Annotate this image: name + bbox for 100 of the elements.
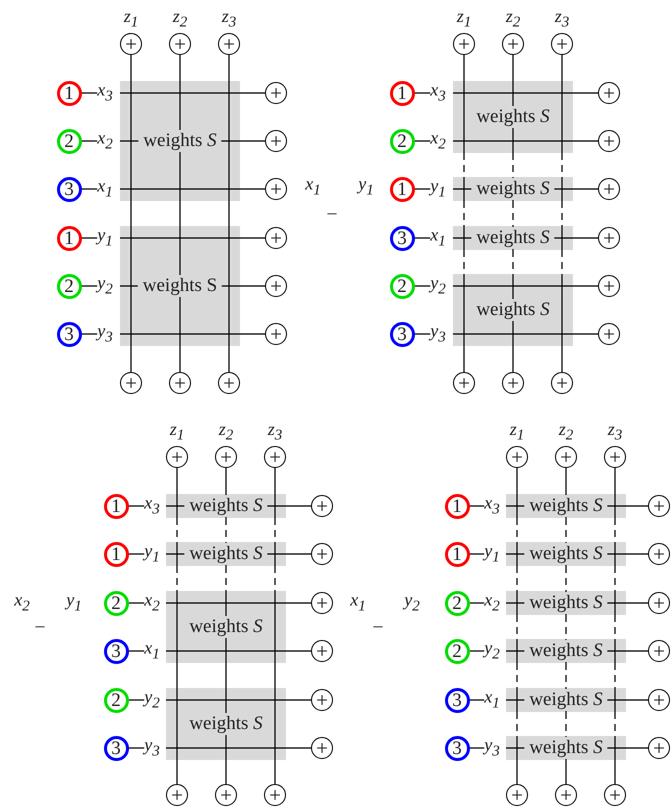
plus-sign: + — [223, 34, 235, 52]
weights-label: weights S — [524, 592, 608, 614]
connector-line — [82, 237, 98, 239]
plus-sign: + — [269, 786, 281, 804]
weights-label: weights S — [138, 275, 222, 297]
adder-circle — [648, 543, 670, 565]
weights-box — [453, 226, 573, 250]
number-circle: 3 — [56, 322, 82, 346]
variable-label: x$_{1}$ — [484, 686, 500, 714]
plus-sign: + — [603, 228, 615, 246]
weights-box — [166, 688, 286, 760]
adder-circle — [265, 275, 287, 297]
variable-label: y$_{1}$ — [66, 590, 82, 616]
plus-sign: + — [609, 786, 621, 804]
connector-line — [286, 699, 311, 701]
plus-sign: + — [603, 180, 615, 198]
number-circle: 1 — [56, 80, 82, 106]
connector-line — [130, 201, 132, 226]
weights-label: weights S — [184, 543, 268, 565]
weights-label: weights S — [524, 543, 608, 565]
number-circle: 2 — [390, 128, 414, 154]
connector-line — [286, 602, 311, 604]
connector-line — [176, 468, 178, 494]
adder-circle — [648, 737, 670, 759]
plus-sign: + — [270, 84, 282, 102]
weights-box — [120, 226, 240, 346]
connector-line — [130, 55, 132, 81]
plus-sign: + — [316, 594, 328, 612]
connector-line — [82, 140, 98, 142]
plus-sign: + — [507, 374, 519, 392]
connector-line — [240, 285, 265, 287]
minus-sign: – — [328, 202, 336, 222]
weights-label: weights S — [524, 689, 608, 711]
connector-line — [225, 468, 227, 494]
connector-line — [512, 55, 514, 81]
variable-label: x$_{1}$ — [144, 638, 160, 664]
plus-sign: + — [653, 642, 665, 660]
connector-line — [512, 201, 514, 226]
adder-circle — [604, 784, 626, 806]
plus-sign: + — [653, 496, 665, 514]
connector-line — [414, 333, 430, 335]
adder-circle — [555, 784, 577, 806]
connector-line — [225, 663, 227, 688]
number-circle: 3 — [104, 736, 128, 760]
variable-label: y$_{2}$ — [404, 590, 420, 616]
adder-circle — [166, 784, 188, 806]
connector-line — [516, 663, 518, 688]
connector-line — [414, 92, 430, 94]
plus-sign: + — [270, 132, 282, 150]
connector-line — [128, 553, 144, 555]
weights-label: weights S — [184, 495, 268, 517]
connector-line — [414, 188, 430, 190]
adder-circle — [648, 689, 670, 711]
number-circle: 3 — [444, 736, 470, 760]
weights-label: weights S — [471, 178, 555, 200]
plus-sign: + — [316, 544, 328, 562]
connector-line — [274, 663, 276, 688]
weights-box — [506, 591, 626, 615]
plus-sign: + — [223, 374, 235, 392]
number-circle: 1 — [104, 494, 128, 518]
adder-circle — [265, 227, 287, 249]
connector-line — [240, 237, 265, 239]
plus-sign: + — [560, 786, 572, 804]
weights-label: weights S — [524, 640, 608, 662]
variable-label: x$_{1}$ — [350, 590, 366, 616]
weights-box — [120, 81, 240, 201]
weights-box — [506, 688, 626, 712]
number-circle: 3 — [390, 226, 414, 250]
plus-sign: + — [220, 786, 232, 804]
connector-line — [82, 92, 98, 94]
plus-sign: + — [171, 786, 183, 804]
connector-line — [176, 760, 178, 784]
weights-box — [453, 81, 573, 153]
connector-line — [561, 201, 563, 226]
number-circle: 2 — [56, 274, 82, 298]
plus-sign: + — [174, 374, 186, 392]
number-circle: 2 — [444, 590, 470, 616]
number-circle: 2 — [104, 590, 128, 616]
number-circle: 1 — [444, 494, 470, 518]
adder-circle — [311, 543, 333, 565]
connector-line — [179, 201, 181, 226]
connector-line — [573, 285, 598, 287]
number-circle: 2 — [56, 128, 82, 154]
plus-sign: + — [458, 374, 470, 392]
variable-label: y$_{1}$ — [144, 540, 160, 568]
adder-circle — [311, 737, 333, 759]
weights-box — [506, 736, 626, 760]
variable-label: x$_{3}$ — [430, 80, 446, 106]
output-label: z$_{1}$ — [170, 419, 184, 446]
adder-circle — [598, 275, 620, 297]
connector-line — [626, 505, 648, 507]
plus-sign: + — [653, 690, 665, 708]
connector-line — [573, 237, 598, 239]
variable-label: y$_{1}$ — [430, 176, 446, 202]
plus-sign: + — [269, 448, 281, 466]
adder-circle — [311, 592, 333, 614]
output-label: z$_{1}$ — [456, 6, 472, 33]
plus-sign: + — [603, 276, 615, 294]
connector-line — [614, 663, 616, 688]
plus-sign: + — [270, 228, 282, 246]
